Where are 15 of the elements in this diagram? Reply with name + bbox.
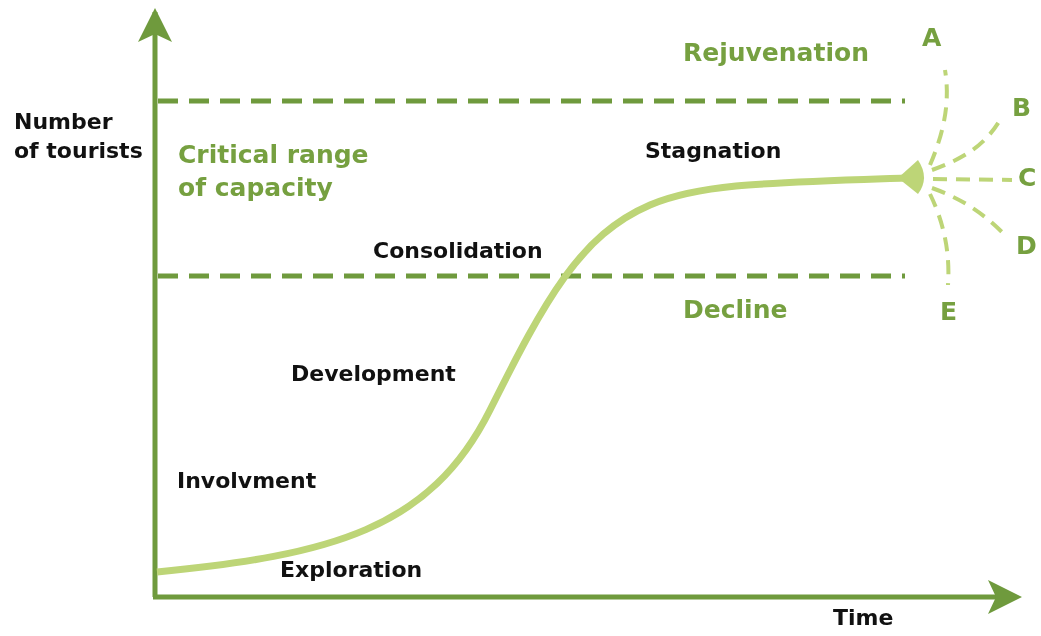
stage-label: Exploration xyxy=(280,556,423,584)
stage-label: Involvment xyxy=(177,467,317,495)
stage-label: Development xyxy=(291,360,456,388)
scenario-letter: E xyxy=(940,296,958,328)
scenario-label: Rejuvenation xyxy=(683,37,869,69)
axis-label: Number of tourists xyxy=(14,108,144,165)
scenario-label: Decline xyxy=(683,294,788,326)
scenario-letter: B xyxy=(1012,92,1032,124)
stage-label: Consolidation xyxy=(373,237,543,265)
scenario-letter: D xyxy=(1016,230,1037,262)
scenario-letter: A xyxy=(922,22,942,54)
scenario-letter: C xyxy=(1018,162,1037,194)
axis-label: Time xyxy=(833,604,894,632)
stage-label: Stagnation xyxy=(645,137,782,165)
range-label: Critical range of capacity xyxy=(178,139,370,204)
